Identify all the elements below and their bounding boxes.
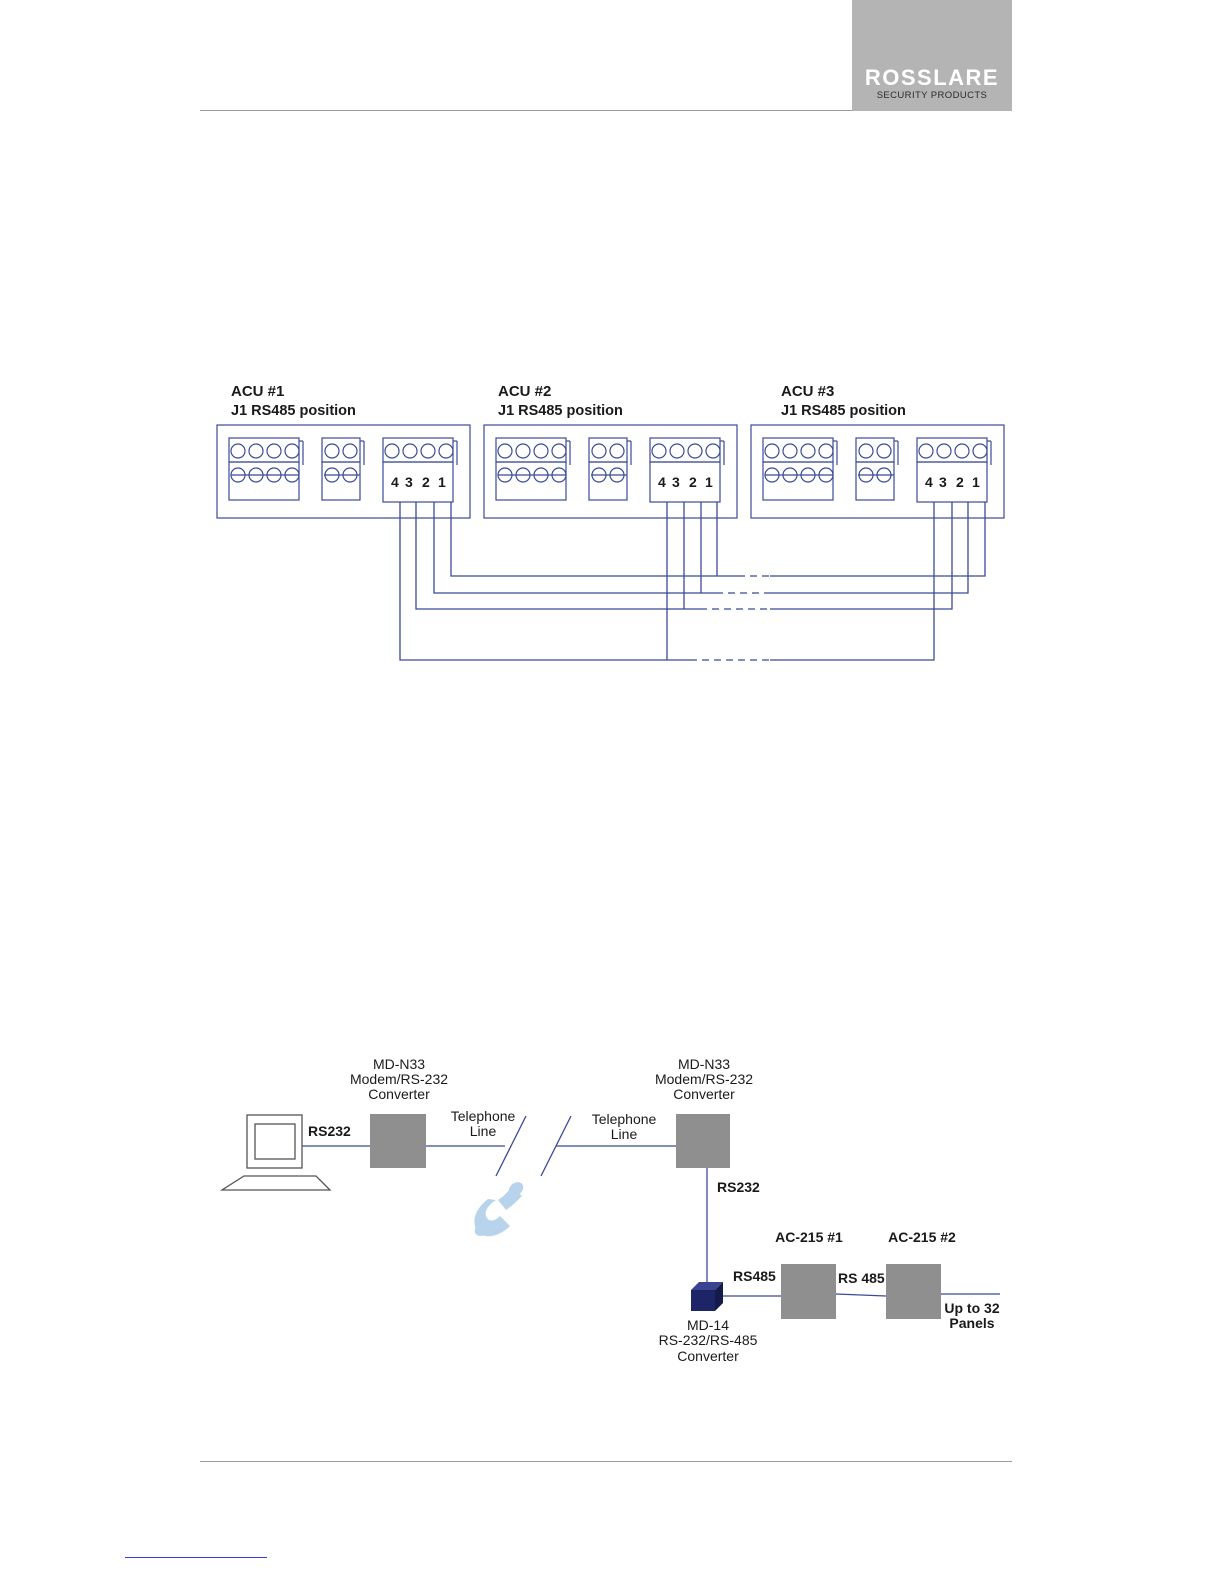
acu-2-rs485-block: 4 3 2 1 <box>649 437 725 503</box>
acu-1-terminal-block-b <box>321 437 365 501</box>
acu-2-terminal-3: 3 <box>672 474 680 490</box>
footer-rule <box>200 1461 1012 1462</box>
acu-3-terminal-2: 2 <box>956 474 964 490</box>
acu-board-3: 4 3 2 1 <box>750 424 1005 519</box>
acu-2-header: ACU #2 J1 RS485 position <box>498 383 623 419</box>
acu-3-title: ACU #3 <box>781 383 834 400</box>
acu-3-header: ACU #3 J1 RS485 position <box>781 383 906 419</box>
rosslare-logo: ROSSLARE SECURITY PRODUCTS <box>852 0 1012 111</box>
acu-1-terminal-1: 1 <box>438 474 446 490</box>
md14-converter-icon <box>691 1282 723 1311</box>
acu-1-rs485-block: 4 3 2 1 <box>382 437 458 503</box>
acu-1-subtitle: J1 RS485 position <box>231 403 356 419</box>
modem-left-line1: MD-N33 <box>373 1056 425 1072</box>
modem-left-line3: Converter <box>368 1086 430 1102</box>
panel-2-box <box>886 1264 941 1319</box>
footer-link-underline <box>125 1557 267 1558</box>
rs232-label-left: RS232 <box>308 1123 351 1139</box>
acu-1-header: ACU #1 J1 RS485 position <box>231 383 356 419</box>
modem-right-line1: MD-N33 <box>678 1056 730 1072</box>
link-panel1-panel2 <box>835 1293 887 1297</box>
modem-right-box <box>676 1114 730 1168</box>
acu-3-subtitle: J1 RS485 position <box>781 403 906 419</box>
acu-3-terminal-1: 1 <box>972 474 980 490</box>
bus-wire-terminal-4 <box>399 502 935 661</box>
rs485-label-1: RS485 <box>733 1268 776 1284</box>
acu-3-terminal-3: 3 <box>939 474 947 490</box>
modem-right-line2: Modem/RS-232 <box>655 1071 753 1087</box>
acu-1-terminal-3: 3 <box>405 474 413 490</box>
rs485-wiring-diagram: ACU #1 J1 RS485 position ACU #2 J1 RS485… <box>216 383 1005 661</box>
telephone-label-right-1: Telephone <box>592 1111 657 1127</box>
acu-2-terminal-1: 1 <box>705 474 713 490</box>
telephone-label-right-2: Line <box>611 1126 638 1142</box>
modem-right-line3: Converter <box>673 1086 735 1102</box>
telephone-handset-icon <box>474 1182 524 1237</box>
md14-line2: RS-232/RS-485 <box>659 1332 758 1348</box>
md14-line3: Converter <box>677 1348 739 1364</box>
acu-2-terminal-2: 2 <box>689 474 697 490</box>
acu-1-outline <box>216 424 471 519</box>
panel-2-note-1: Up to 32 <box>944 1300 999 1316</box>
acu-3-terminal-4: 4 <box>925 474 933 490</box>
computer-icon <box>219 1114 332 1191</box>
acu-board-1: 4 3 2 1 <box>216 424 471 519</box>
telephone-label-left-2: Line <box>470 1123 497 1139</box>
bus-wire-terminal-1 <box>450 502 986 577</box>
header-rule <box>200 110 852 111</box>
acu-2-subtitle: J1 RS485 position <box>498 403 623 419</box>
bus-wire-terminal-2 <box>433 502 969 594</box>
acu-1-terminal-block-a <box>228 437 304 501</box>
logo-wordmark: ROSSLARE <box>864 65 1000 90</box>
acu-1-terminal-4: 4 <box>391 474 399 490</box>
telephone-label-left-1: Telephone <box>451 1108 516 1124</box>
modem-left-box <box>370 1114 426 1168</box>
acu-3-terminal-block-a <box>762 437 838 501</box>
acu-3-rs485-block: 4 3 2 1 <box>916 437 992 503</box>
acu-2-outline <box>483 424 738 519</box>
acu-1-title: ACU #1 <box>231 383 284 400</box>
acu-1-terminal-2: 2 <box>422 474 430 490</box>
acu-2-terminal-block-b <box>588 437 632 501</box>
acu-2-terminal-4: 4 <box>658 474 666 490</box>
panel-1-box <box>781 1264 836 1319</box>
bus-wire-terminal-3 <box>415 502 953 610</box>
acu-2-terminal-block-a <box>495 437 571 501</box>
acu-2-title: ACU #2 <box>498 383 551 400</box>
logo-tagline: SECURITY PRODUCTS <box>876 90 988 101</box>
panel-2-title: AC-215 #2 <box>888 1229 956 1245</box>
panel-2-note-2: Panels <box>949 1315 994 1331</box>
md14-line1: MD-14 <box>687 1317 729 1333</box>
acu-3-outline <box>750 424 1005 519</box>
acu-3-terminal-block-b <box>855 437 899 501</box>
modem-left-line2: Modem/RS-232 <box>350 1071 448 1087</box>
panel-1-title: AC-215 #1 <box>775 1229 843 1245</box>
rs485-label-2: RS 485 <box>838 1270 885 1286</box>
rs232-label-right: RS232 <box>717 1179 760 1195</box>
acu-board-2: 4 3 2 1 <box>483 424 738 519</box>
